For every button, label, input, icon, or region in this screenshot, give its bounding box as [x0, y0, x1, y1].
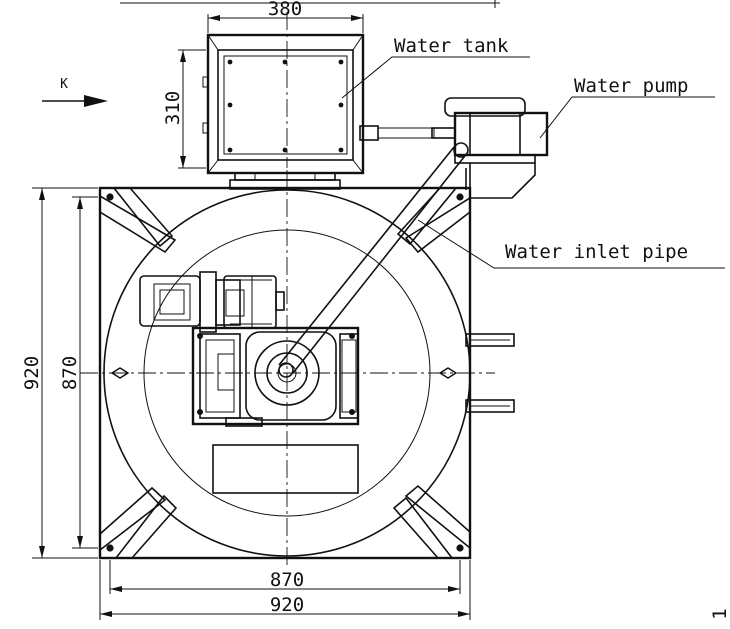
dimension-tank-height: 310 [162, 49, 206, 169]
label-water-inlet-pipe: Water inlet pipe [505, 241, 688, 263]
center-lines [80, 12, 495, 566]
discharge-door [212, 444, 359, 494]
water-pump [359, 97, 549, 199]
top-edge-dimension [120, 0, 500, 8]
dimension-base-outer-horizontal-label: 920 [270, 594, 304, 616]
dimension-base-inner-horizontal-label: 870 [270, 569, 304, 591]
leader-water-inlet-pipe: Water inlet pipe [417, 219, 725, 269]
dimension-base-inner-vertical-label: 870 [59, 356, 81, 390]
water-inlet-pipe [278, 142, 469, 378]
view-arrow-k: K [42, 77, 108, 107]
margin-mark: 1 [709, 608, 730, 619]
dimension-base-inner-horizontal: 870 [109, 560, 461, 594]
dimension-tank-width-label: 380 [268, 0, 302, 20]
dimension-tank-width: 380 [207, 0, 364, 33]
label-water-tank: Water tank [394, 35, 509, 57]
view-arrow-label: K [60, 77, 68, 92]
leader-water-pump: Water pump [539, 75, 715, 139]
dimension-base-outer-horizontal: 920 [99, 560, 471, 620]
leader-water-tank: Water tank [341, 35, 530, 99]
main-reducer [191, 326, 360, 427]
outlet-pipes [465, 333, 515, 413]
water-tank [202, 33, 365, 190]
label-water-pump: Water pump [574, 75, 688, 97]
dimension-base-outer-vertical-label: 920 [21, 356, 43, 390]
dimension-base-inner-vertical: 870 [59, 196, 98, 549]
dimension-base-outer-vertical: 920 [21, 187, 98, 559]
motor-gearbox [139, 271, 285, 333]
dimension-tank-height-label: 310 [162, 91, 184, 125]
